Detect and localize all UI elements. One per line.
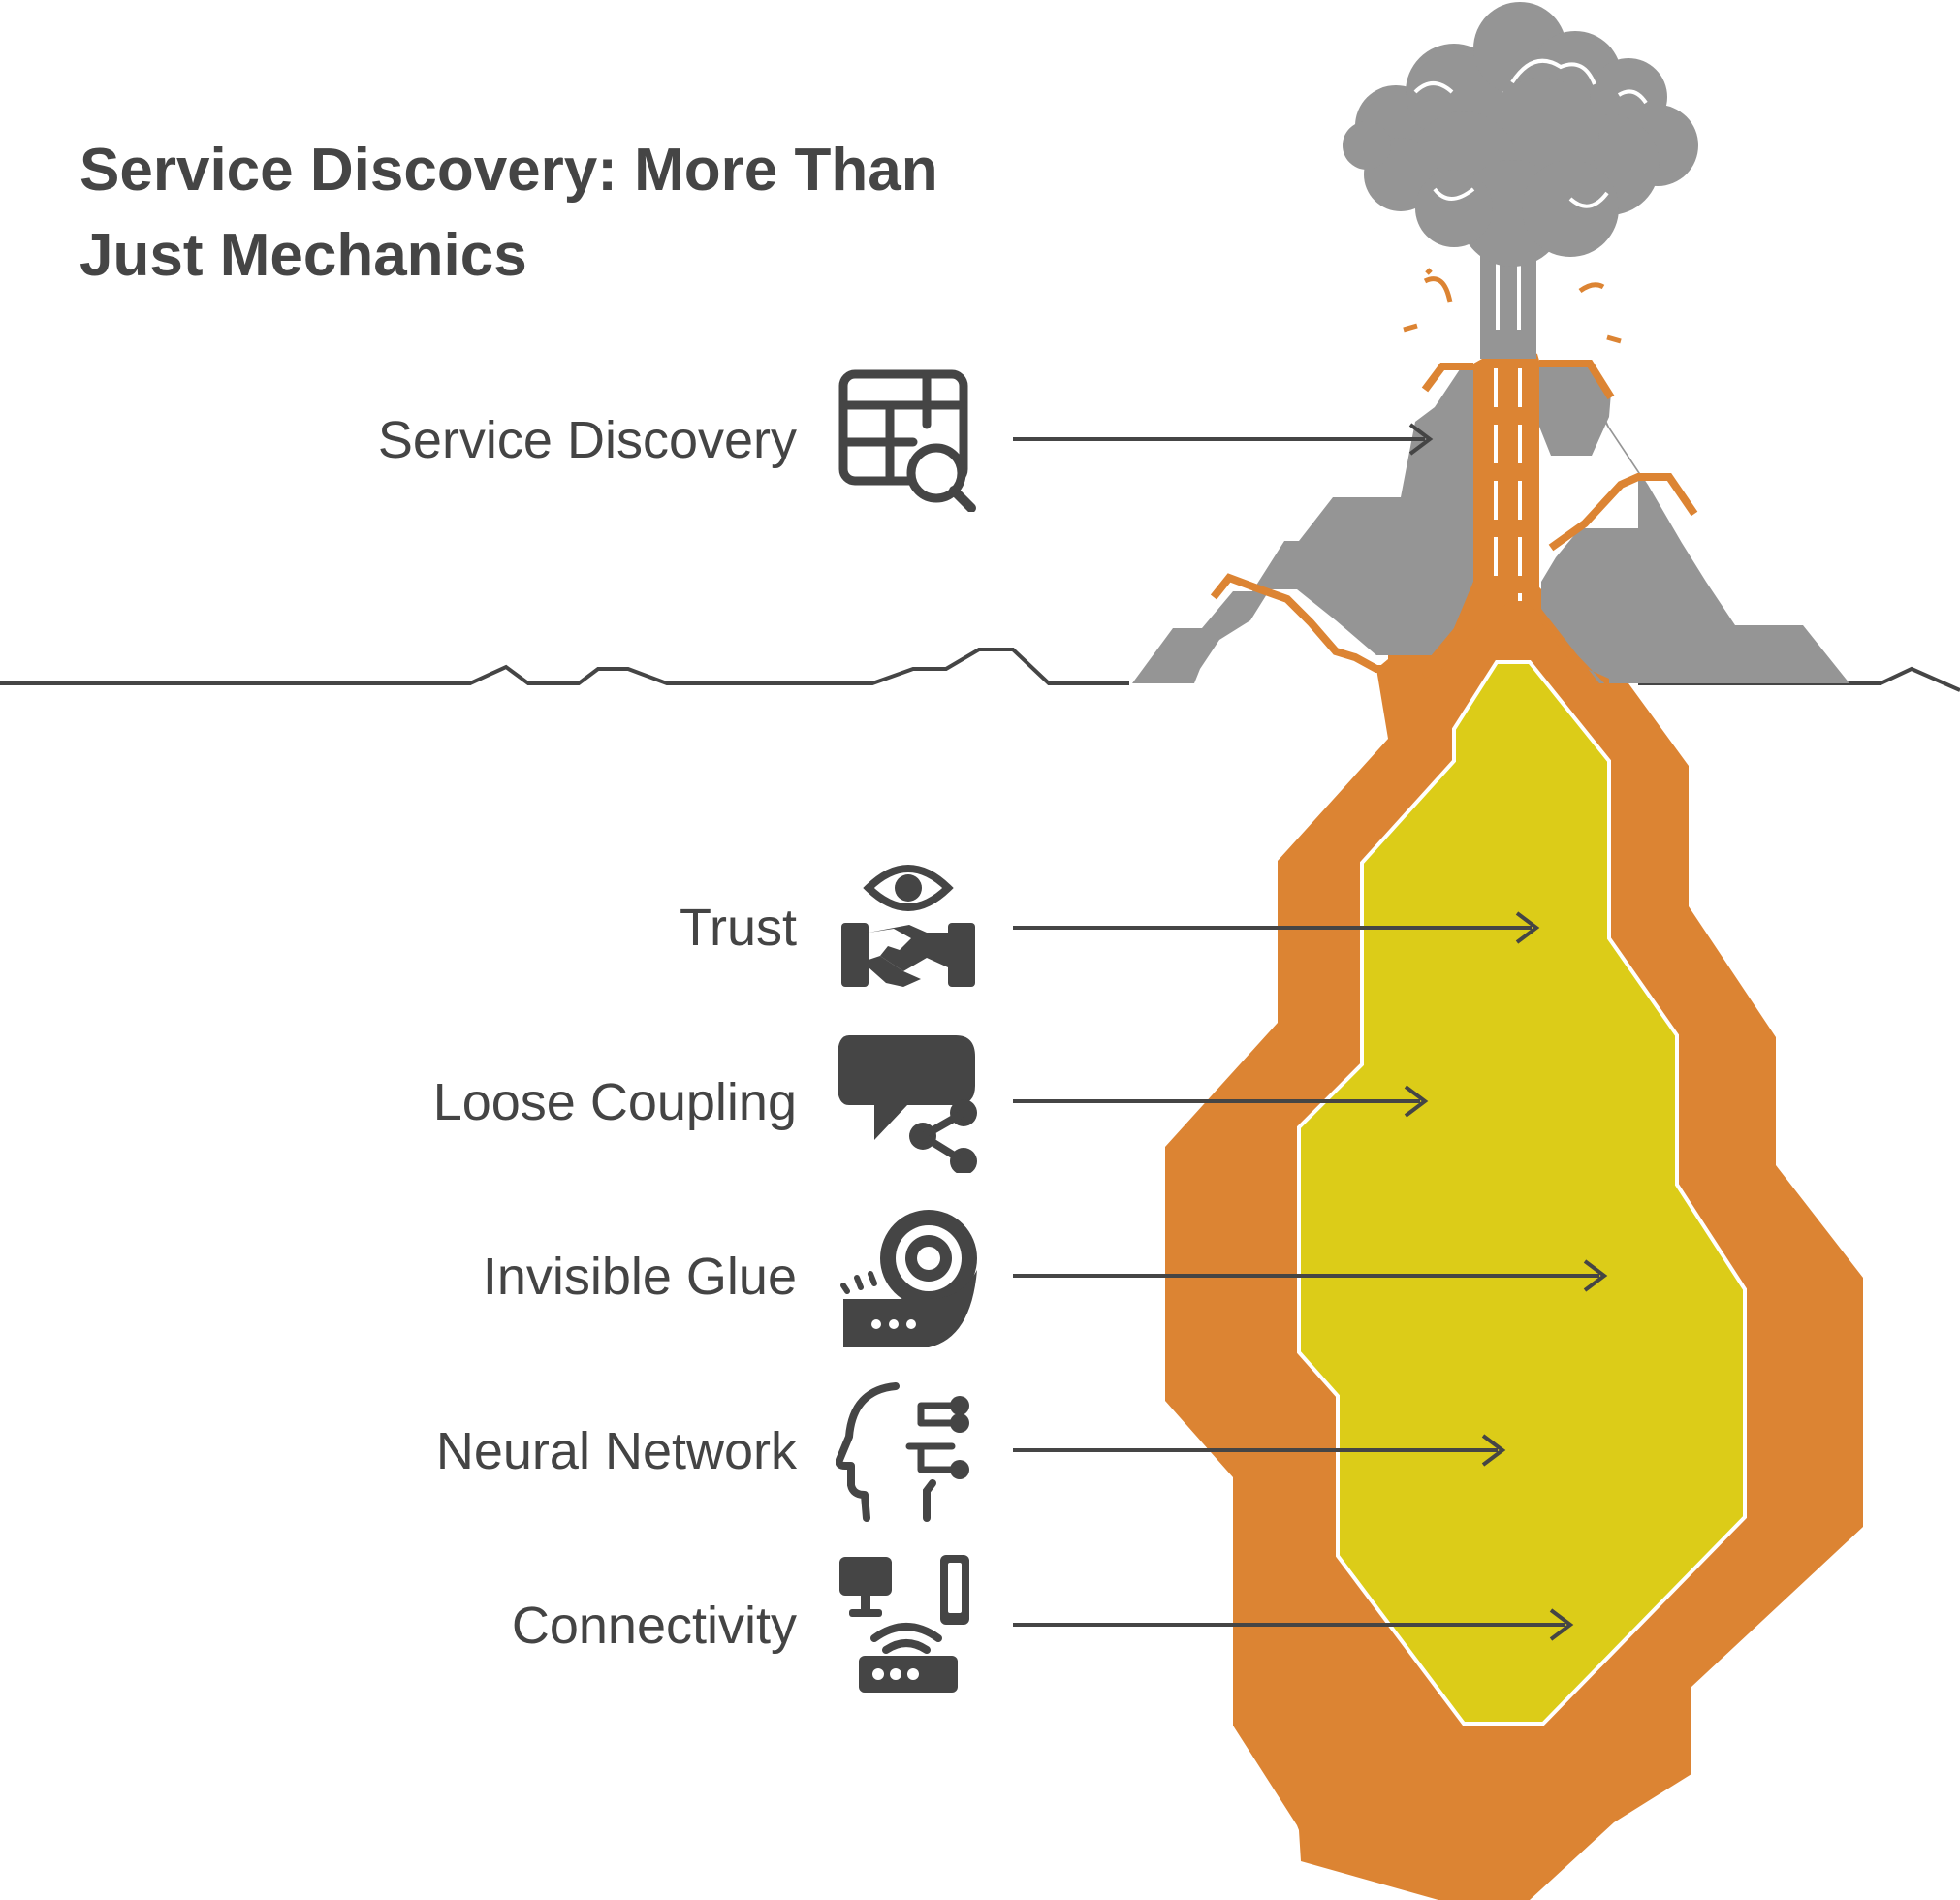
lava-flow-left [1210,573,1425,673]
volcano-rock-right [1541,378,1849,683]
chat-share-icon [838,1035,977,1173]
volcano-rock-left [1132,364,1473,683]
item-label-connectivity: Connectivity [511,1597,797,1655]
volcano-rock-right-upper [1539,361,1611,456]
lava-flow-upper-left [1421,363,1473,393]
ash-cloud-highlights [1413,58,1648,208]
head-network-icon [836,1382,969,1522]
ground-line-left [0,648,1129,685]
item-label-loose-coupling: Loose Coupling [432,1073,797,1131]
connector-arrows [1013,423,1608,1641]
tape-roll-icon [840,1210,977,1347]
lava-flow-right [1548,473,1698,552]
ash-cloud [1343,2,1698,267]
item-label-neural-network: Neural Network [435,1422,797,1480]
lava-splashes [1403,268,1622,344]
page-title: Service Discovery: More Than Just Mechan… [79,137,938,289]
table-search-icon [838,369,976,512]
item-label-invisible-glue: Invisible Glue [482,1248,797,1306]
router-devices-icon [839,1555,969,1693]
lava-vent [1420,347,1609,688]
lava-flow-upper-right [1539,360,1615,400]
item-label-trust: Trust [680,899,797,957]
eye-handshake-icon [841,865,975,987]
item-label-service-discovery: Service Discovery [377,411,797,469]
